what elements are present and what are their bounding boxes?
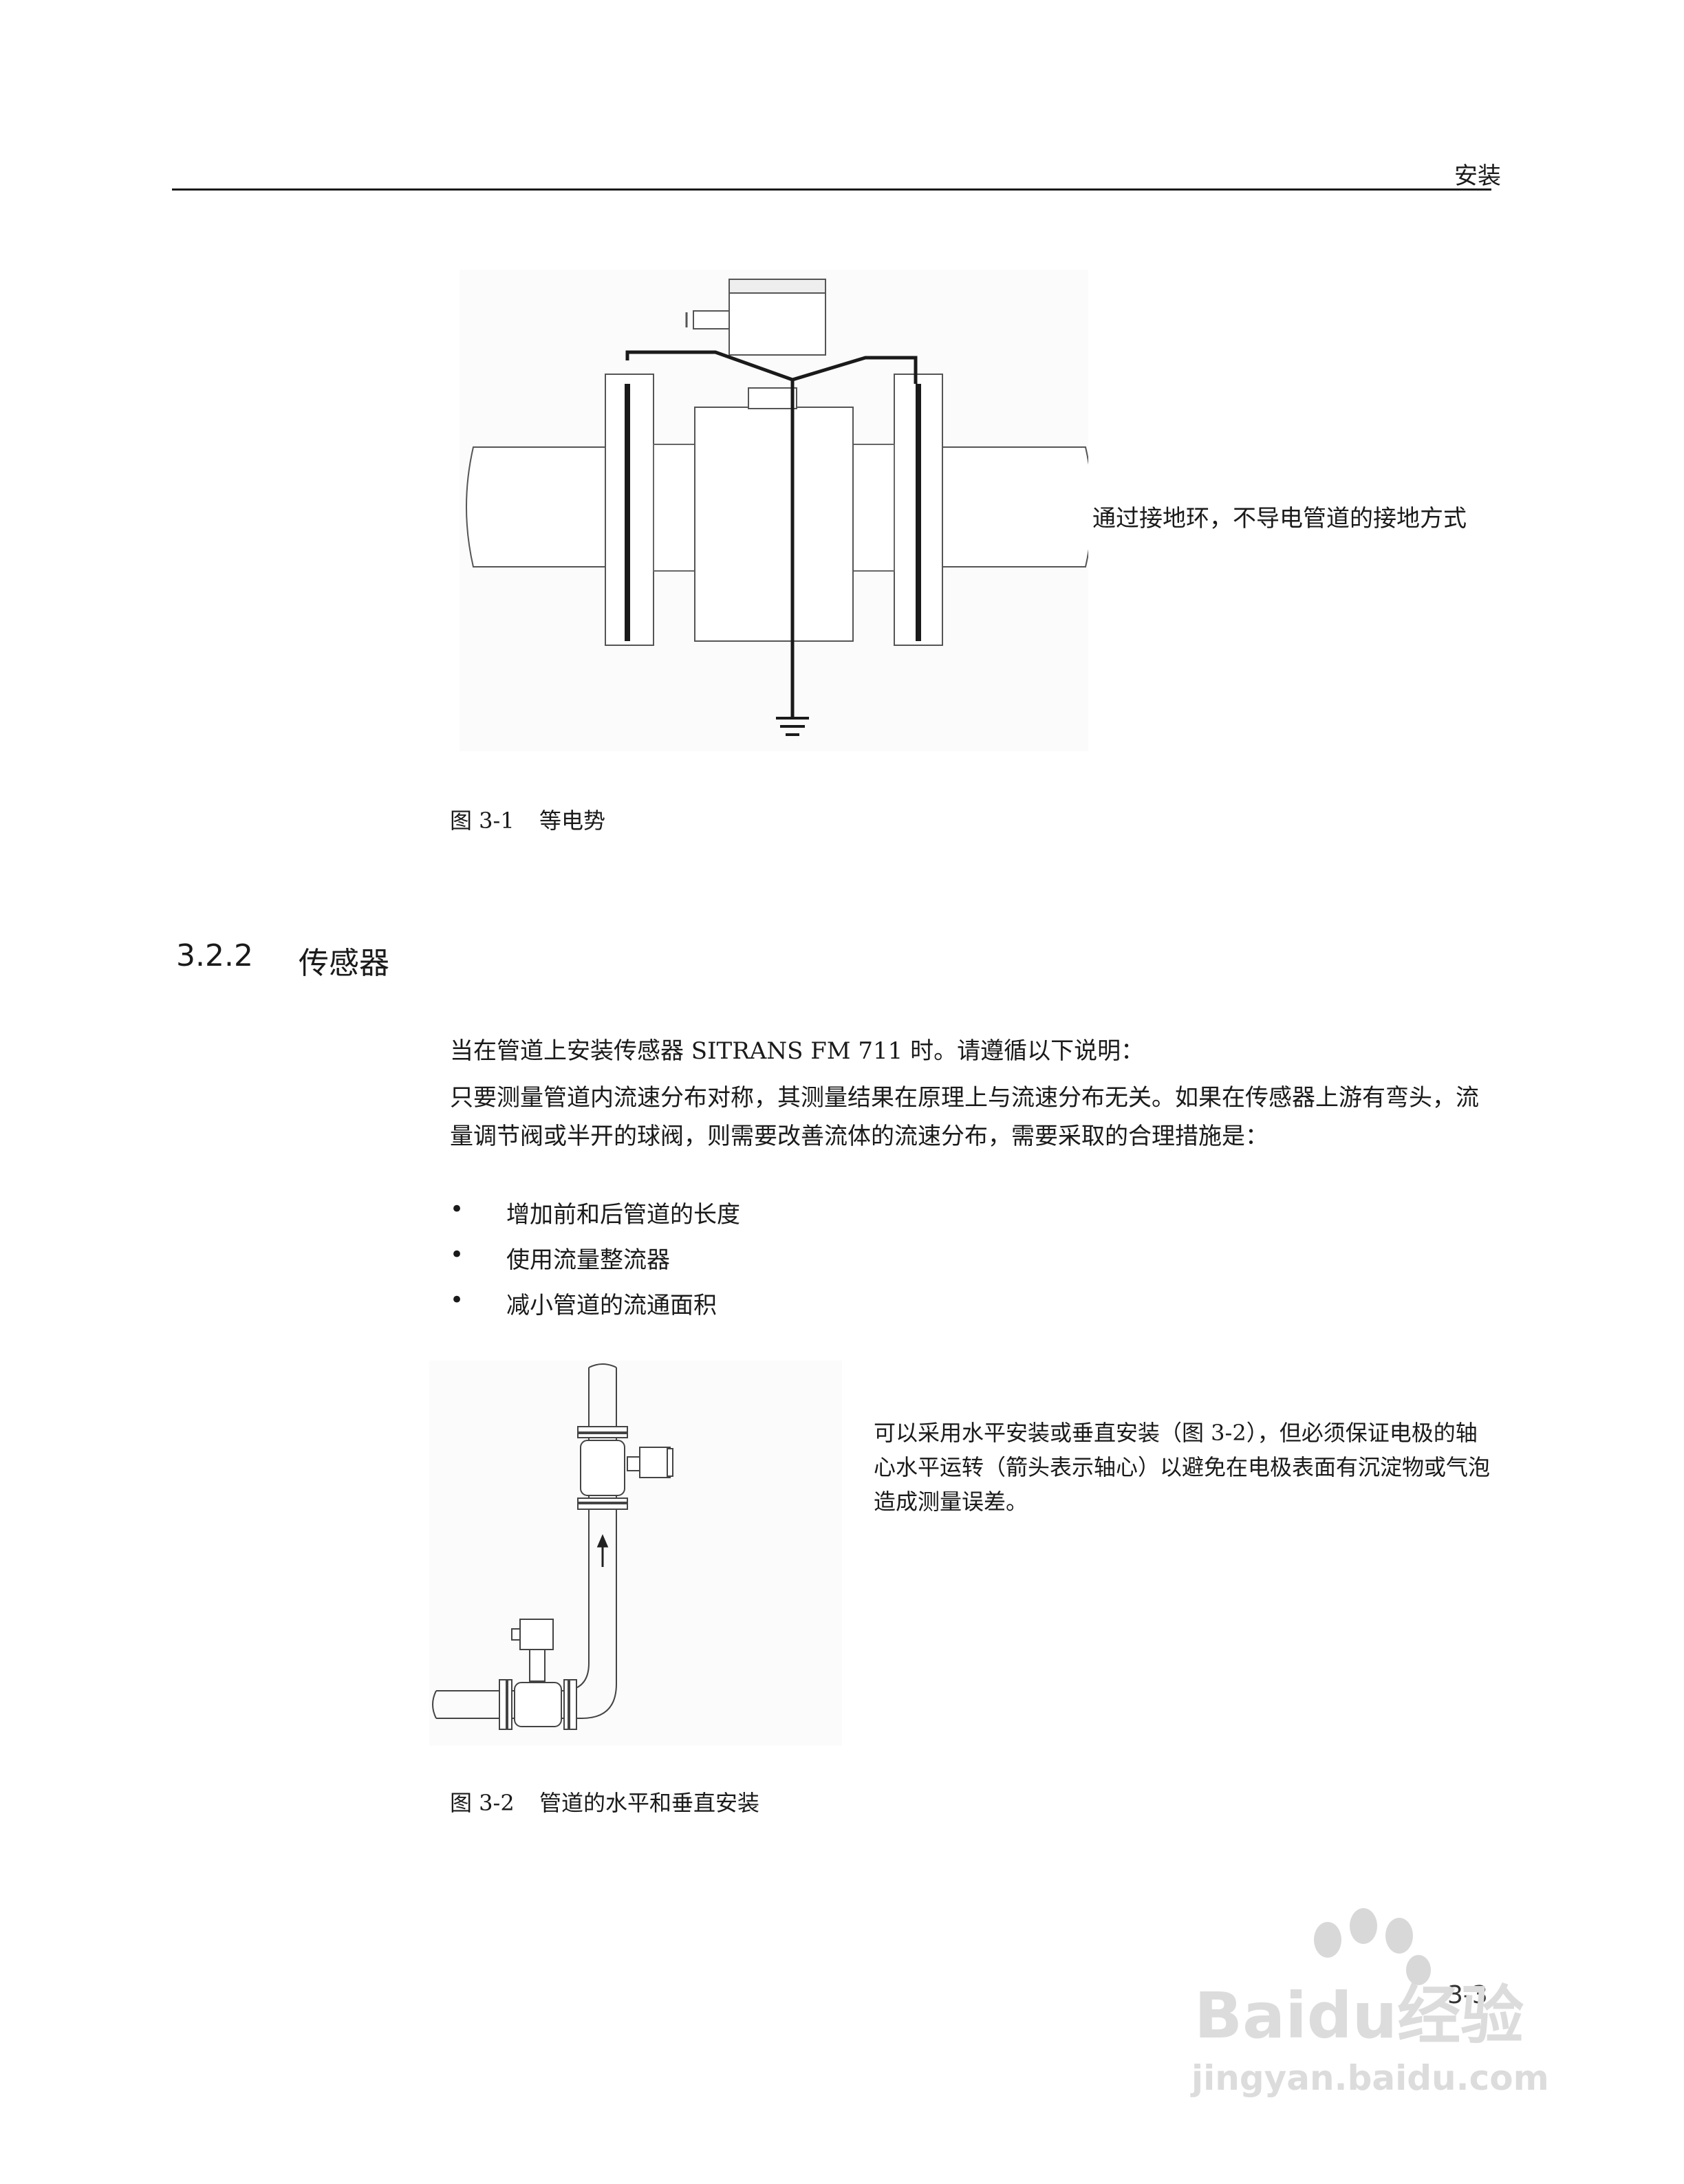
running-header: 安装 [1454, 162, 1501, 190]
figure1-caption-label: 图 3-1 [450, 808, 515, 834]
bullet-text: 减小管道的流通面积 [506, 1292, 717, 1319]
bullet-text: 使用流量整流器 [506, 1246, 670, 1274]
figure2-caption: 图 3-2 管道的水平和垂直安装 [450, 1786, 759, 1817]
paw-logo-icon [1314, 1908, 1431, 1985]
watermark-url: jingyan.baidu.com [1191, 2058, 1549, 2098]
figure1-note: 通过接地环，不导电管道的接地方式 [1092, 505, 1467, 532]
header-rule [172, 188, 1491, 191]
body-paragraph: 只要测量管道内流速分布对称，其测量结果在原理上与流速分布无关。如果在传感器上游有… [450, 1084, 1479, 1150]
bullet-text: 增加前和后管道的长度 [506, 1201, 740, 1229]
vertical-meter [577, 1426, 673, 1510]
meter-body [694, 407, 854, 642]
watermark-brand: Baidu经验 [1194, 1979, 1524, 2053]
horizontal-meter [499, 1619, 577, 1730]
figure2-note: 可以采用水平安装或垂直安装（图 3-2），但必须保证电极的轴心水平运转（箭头表示… [874, 1420, 1491, 1515]
intro-paragraph: 当在管道上安装传感器 SITRANS FM 711 时。请遵循以下说明： [450, 1037, 1145, 1065]
baidu-watermark: Baidu经验 jingyan.baidu.com [1169, 1899, 1582, 2119]
ground-symbol [776, 717, 809, 736]
flow-arrow [596, 1534, 609, 1567]
page-number: 3-3 [1447, 1981, 1488, 2009]
grounding-wires [625, 384, 921, 641]
figure-equipotential-diagram [460, 270, 1088, 751]
figure-pipe-installation-diagram [429, 1361, 842, 1746]
section-number: 3.2.2 [176, 938, 253, 973]
figure1-caption-text: 等电势 [539, 808, 606, 834]
figure2-caption-text: 管道的水平和垂直安装 [539, 1790, 760, 1816]
figure1-caption: 图 3-1 等电势 [450, 803, 605, 835]
figure2-caption-label: 图 3-2 [450, 1790, 515, 1816]
section-title: 传感器 [299, 946, 389, 981]
